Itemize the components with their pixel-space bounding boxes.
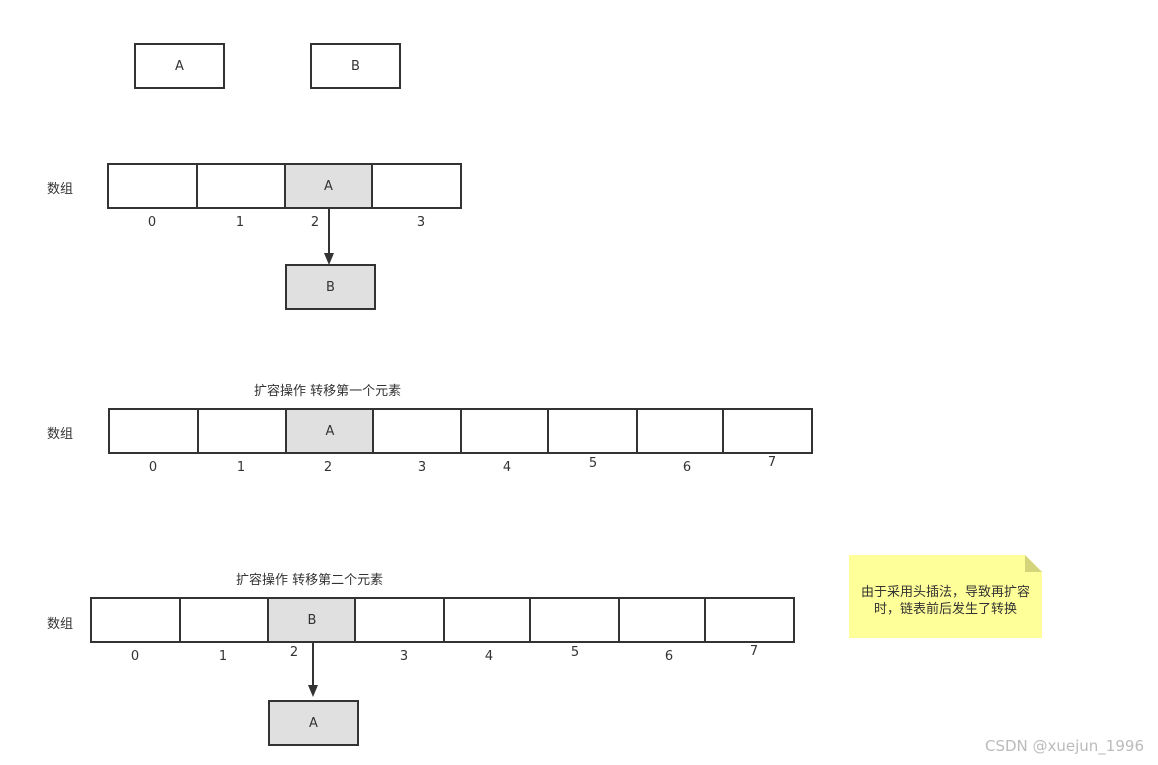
array-index: 4 xyxy=(502,460,512,475)
note-fold-icon xyxy=(1025,555,1042,572)
caption-transfer-second: 扩容操作 转移第二个元素 xyxy=(236,573,384,588)
array-index: 6 xyxy=(664,649,674,664)
array-label: 数组 xyxy=(47,617,74,632)
array-cell xyxy=(107,163,198,209)
link-arrow xyxy=(328,208,330,254)
watermark: CSDN @xuejun_1996 xyxy=(984,737,1144,755)
array-index: 6 xyxy=(682,460,692,475)
array-cell: A xyxy=(285,408,375,454)
arrow-head-icon xyxy=(324,253,334,265)
array-cell xyxy=(722,408,813,454)
array-index: 2 xyxy=(310,215,320,230)
array-index: 7 xyxy=(767,455,777,470)
array-cell xyxy=(529,597,621,643)
sticky-note: 由于采用头插法，导致再扩容 时，链表前后发生了转换 xyxy=(849,555,1042,638)
array-index: 5 xyxy=(588,456,598,471)
note-line: 由于采用头插法，导致再扩容 xyxy=(860,584,1030,600)
array-cell xyxy=(372,408,462,454)
array-cell xyxy=(108,408,199,454)
array-cell xyxy=(618,597,707,643)
chained-node: A xyxy=(268,700,359,746)
array-cell: B xyxy=(267,597,357,643)
array-cell xyxy=(704,597,795,643)
array-index: 4 xyxy=(484,649,494,664)
node-a: A xyxy=(134,43,225,89)
array-label: 数组 xyxy=(47,182,74,197)
array-cell xyxy=(197,408,288,454)
array-cell xyxy=(371,163,462,209)
array-cell xyxy=(547,408,639,454)
array-cell xyxy=(179,597,270,643)
array-index: 2 xyxy=(289,645,299,660)
array-index: 0 xyxy=(148,460,158,475)
node-b: B xyxy=(310,43,401,89)
array-index: 1 xyxy=(218,649,228,664)
array-index: 1 xyxy=(236,460,246,475)
array-index: 5 xyxy=(570,645,580,660)
link-arrow xyxy=(312,642,314,686)
array-index: 3 xyxy=(417,460,427,475)
array-cell xyxy=(354,597,445,643)
array-cell xyxy=(196,163,287,209)
array-index: 7 xyxy=(749,644,759,659)
array-index: 0 xyxy=(130,649,140,664)
array-cell xyxy=(90,597,181,643)
array-label: 数组 xyxy=(47,427,74,442)
caption-transfer-first: 扩容操作 转移第一个元素 xyxy=(254,384,402,399)
array-index: 3 xyxy=(416,215,426,230)
arrow-head-icon xyxy=(308,685,318,697)
array-index: 2 xyxy=(323,460,333,475)
note-line: 时，链表前后发生了转换 xyxy=(873,601,1017,617)
array-index: 0 xyxy=(147,215,157,230)
array-index: 3 xyxy=(399,649,409,664)
array-cell xyxy=(443,597,532,643)
array-cell xyxy=(636,408,725,454)
array-cell: A xyxy=(284,163,373,209)
array-index: 1 xyxy=(235,215,245,230)
array-cell xyxy=(460,408,550,454)
chained-node: B xyxy=(285,264,376,310)
